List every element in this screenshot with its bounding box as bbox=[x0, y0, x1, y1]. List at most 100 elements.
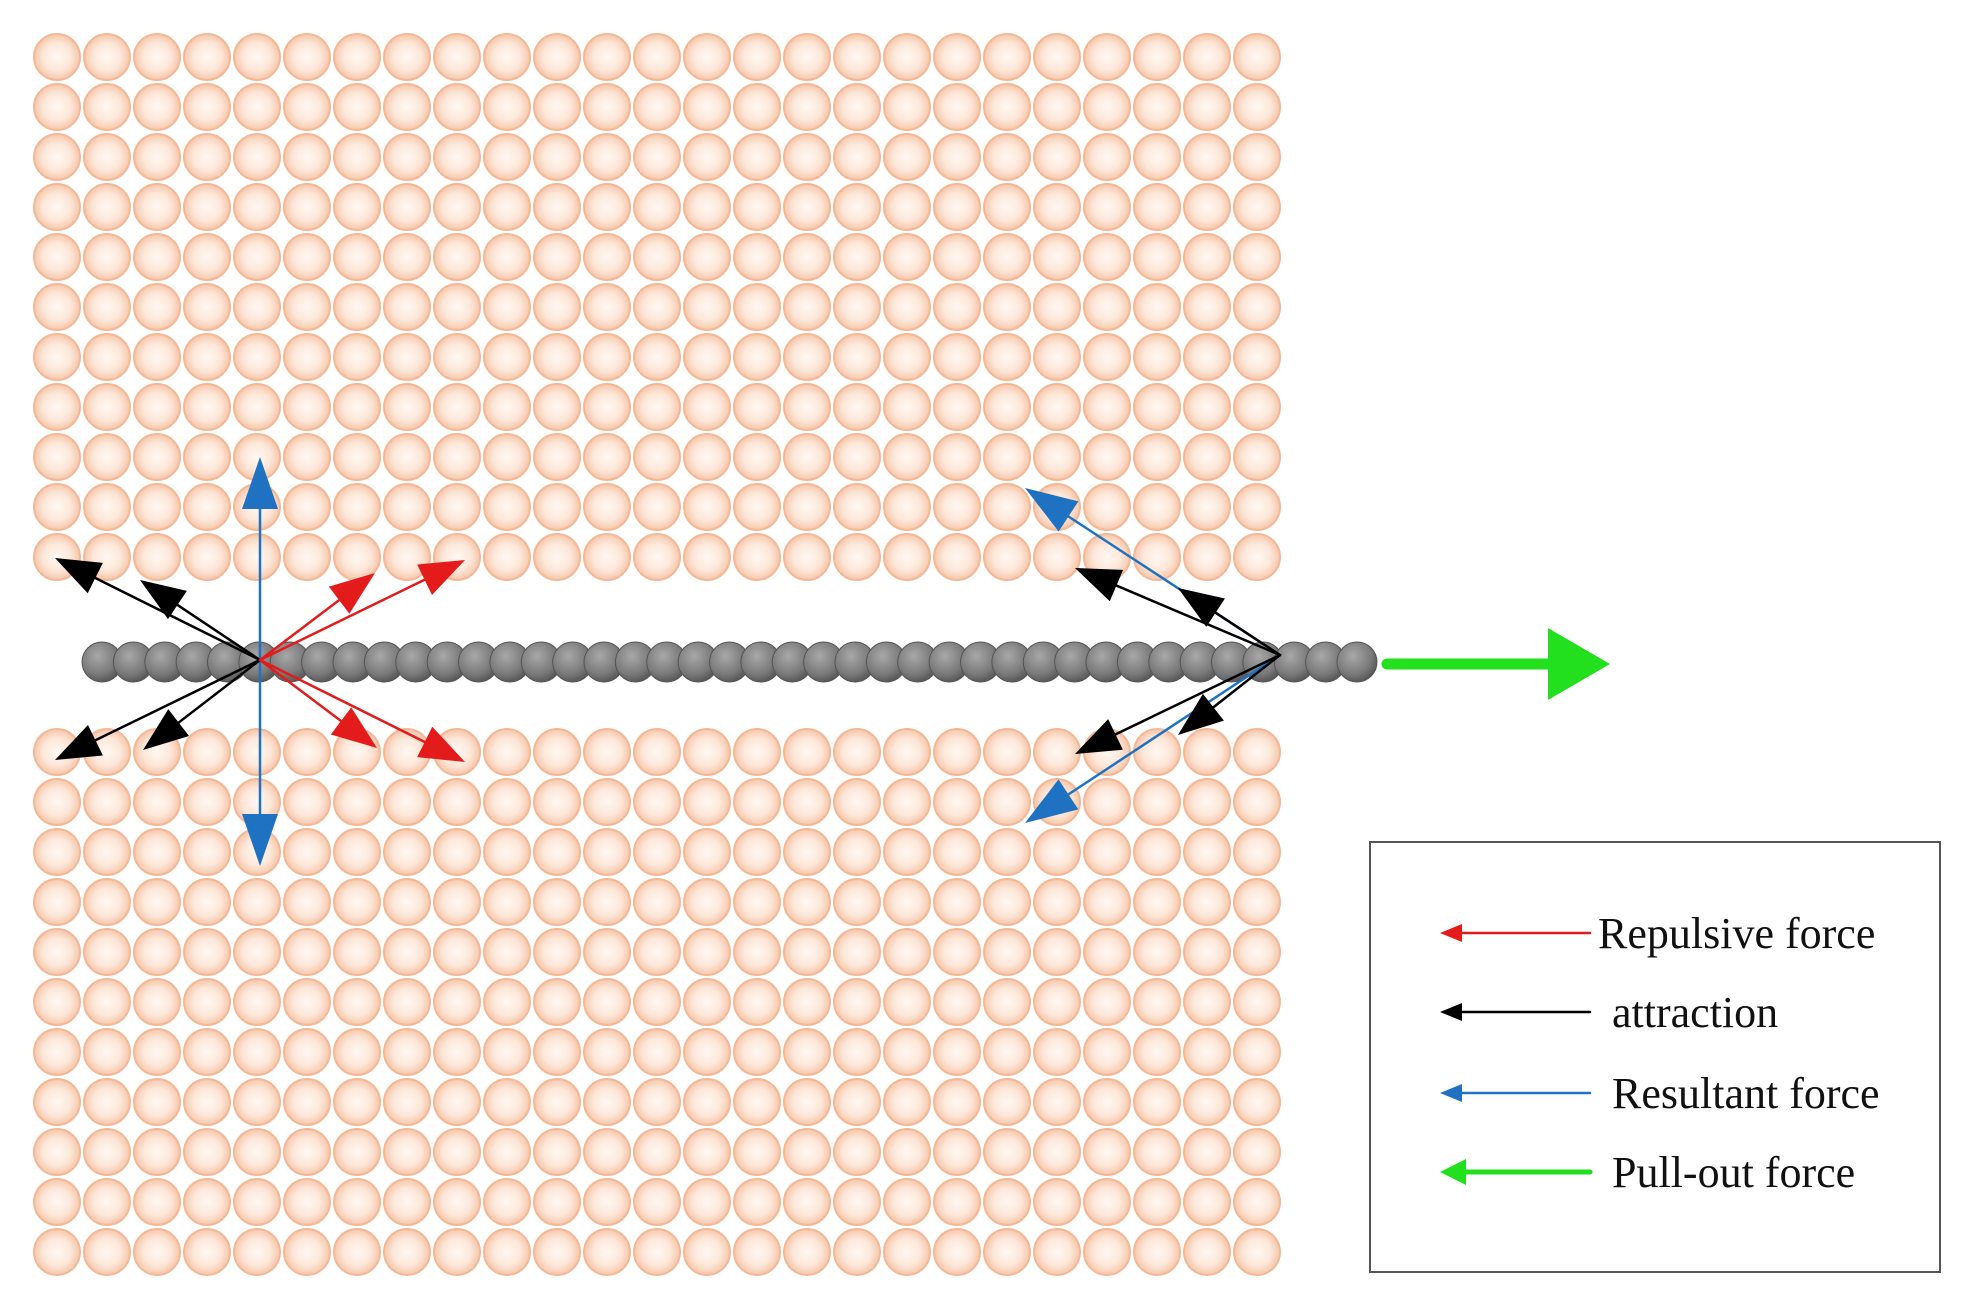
matrix-particle bbox=[1033, 1128, 1081, 1176]
matrix-particle bbox=[233, 133, 281, 181]
matrix-particle bbox=[1083, 878, 1131, 926]
attraction-down-near-head bbox=[143, 709, 190, 750]
matrix-particle bbox=[883, 383, 931, 431]
matrix-particle bbox=[583, 1128, 631, 1176]
matrix-particle bbox=[633, 828, 681, 876]
matrix-particle bbox=[833, 1028, 881, 1076]
matrix-particle bbox=[483, 133, 531, 181]
matrix-particle bbox=[83, 233, 131, 281]
matrix-particle bbox=[983, 333, 1031, 381]
matrix-particle bbox=[1133, 1028, 1181, 1076]
matrix-particle bbox=[1183, 1128, 1231, 1176]
matrix-particle bbox=[1083, 1028, 1131, 1076]
matrix-particle bbox=[33, 433, 81, 481]
matrix-particle bbox=[783, 828, 831, 876]
matrix-particle bbox=[383, 878, 431, 926]
matrix-particle bbox=[783, 383, 831, 431]
matrix-particle bbox=[783, 283, 831, 331]
matrix-particle bbox=[1033, 133, 1081, 181]
matrix-particle bbox=[483, 828, 531, 876]
matrix-particle bbox=[883, 878, 931, 926]
matrix-particle bbox=[883, 978, 931, 1026]
matrix-particle bbox=[633, 978, 681, 1026]
matrix-particle bbox=[733, 33, 781, 81]
matrix-particle bbox=[483, 1178, 531, 1226]
matrix-particle bbox=[533, 1078, 581, 1126]
matrix-particle bbox=[283, 33, 331, 81]
matrix-particle bbox=[633, 928, 681, 976]
matrix-particle bbox=[383, 928, 431, 976]
matrix-particle bbox=[333, 1078, 381, 1126]
matrix-particle bbox=[833, 183, 881, 231]
matrix-particle bbox=[833, 333, 881, 381]
matrix-particle bbox=[833, 728, 881, 776]
matrix-particle bbox=[483, 1128, 531, 1176]
matrix-particle bbox=[33, 1228, 81, 1276]
matrix-particle bbox=[183, 483, 231, 531]
matrix-particle bbox=[1033, 33, 1081, 81]
matrix-particle bbox=[233, 183, 281, 231]
matrix-particle bbox=[1033, 728, 1081, 776]
matrix-particle bbox=[1083, 233, 1131, 281]
matrix-particle bbox=[483, 83, 531, 131]
matrix-particle bbox=[1233, 233, 1281, 281]
matrix-particle bbox=[1233, 1228, 1281, 1276]
matrix-particle bbox=[383, 83, 431, 131]
matrix-particle bbox=[983, 1028, 1031, 1076]
matrix-particle bbox=[1083, 1228, 1131, 1276]
legend-label-repulsive: Repulsive force bbox=[1598, 909, 1875, 958]
matrix-particle bbox=[1183, 828, 1231, 876]
matrix-particle bbox=[583, 383, 631, 431]
matrix-particle bbox=[883, 1028, 931, 1076]
matrix-particle bbox=[383, 778, 431, 826]
matrix-particle bbox=[833, 1078, 881, 1126]
matrix-particle bbox=[683, 1228, 731, 1276]
matrix-particle bbox=[383, 183, 431, 231]
matrix-particle bbox=[283, 333, 331, 381]
matrix-particle bbox=[1133, 283, 1181, 331]
matrix-particle bbox=[333, 978, 381, 1026]
matrix-particle bbox=[83, 1078, 131, 1126]
matrix-particle bbox=[1133, 828, 1181, 876]
matrix-particle bbox=[133, 778, 181, 826]
matrix-particle bbox=[733, 928, 781, 976]
attraction-up-far-head bbox=[55, 558, 103, 594]
matrix-particle bbox=[683, 483, 731, 531]
matrix-particle bbox=[1033, 978, 1081, 1026]
matrix-particle bbox=[483, 383, 531, 431]
matrix-particle bbox=[583, 83, 631, 131]
matrix-particle bbox=[383, 333, 431, 381]
matrix-particle bbox=[783, 978, 831, 1026]
matrix-particle bbox=[933, 1128, 981, 1176]
matrix-particle bbox=[933, 483, 981, 531]
matrix-particle bbox=[33, 483, 81, 531]
matrix-particle bbox=[333, 1028, 381, 1076]
matrix-particle bbox=[733, 183, 781, 231]
matrix-particle bbox=[1183, 728, 1231, 776]
matrix-particle bbox=[1133, 233, 1181, 281]
repulsive-up-near-head bbox=[328, 573, 375, 614]
matrix-particle bbox=[1083, 1078, 1131, 1126]
matrix-particle bbox=[633, 283, 681, 331]
matrix-particle bbox=[283, 978, 331, 1026]
matrix-particle bbox=[1183, 483, 1231, 531]
matrix-particle bbox=[433, 1078, 481, 1126]
matrix-particle bbox=[783, 433, 831, 481]
matrix-particle bbox=[1233, 533, 1281, 581]
matrix-particle bbox=[383, 233, 431, 281]
matrix-particle bbox=[1183, 433, 1231, 481]
matrix-particle bbox=[783, 83, 831, 131]
matrix-particle bbox=[1233, 978, 1281, 1026]
matrix-particle bbox=[1083, 828, 1131, 876]
matrix-particle bbox=[483, 1028, 531, 1076]
matrix-particle bbox=[883, 233, 931, 281]
matrix-particle bbox=[583, 728, 631, 776]
matrix-particle bbox=[983, 778, 1031, 826]
matrix-particle bbox=[83, 828, 131, 876]
matrix-particle bbox=[833, 383, 881, 431]
matrix-particle bbox=[783, 133, 831, 181]
matrix-particle bbox=[633, 728, 681, 776]
matrix-particle bbox=[733, 133, 781, 181]
matrix-particle bbox=[183, 533, 231, 581]
